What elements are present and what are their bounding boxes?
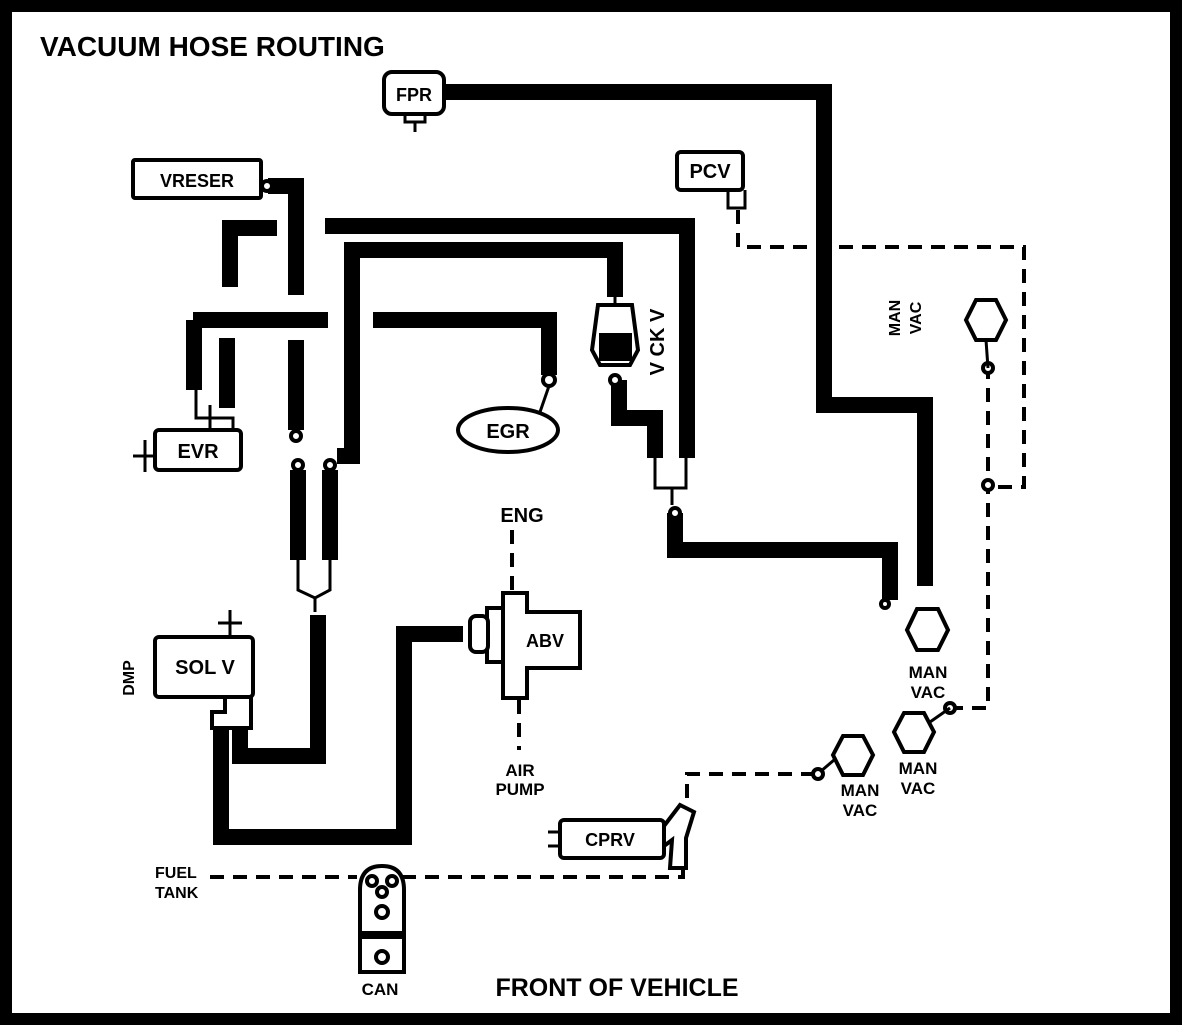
dash-man-vac-right <box>955 365 990 710</box>
dash-pcv <box>736 210 1026 489</box>
evr-component: EVR <box>133 390 243 472</box>
dash-can-to-cprv <box>402 865 685 879</box>
cprv-component: CPRV <box>548 802 697 870</box>
hose-vreser <box>268 178 304 295</box>
hose-upper-left-l <box>222 220 277 287</box>
vreser-component: VRESER <box>131 158 263 200</box>
man-vac-right-line1: MAN <box>899 759 938 778</box>
man-vac-center-line2: VAC <box>911 683 946 702</box>
man-vac-right: MAN VAC <box>891 706 951 798</box>
fittings <box>260 179 995 781</box>
abv-label: ABV <box>526 631 564 651</box>
man-vac-right-line2: VAC <box>901 779 936 798</box>
man-vac-lower-line1: MAN <box>841 781 880 800</box>
evr-label: EVR <box>177 441 219 463</box>
egr-hose <box>373 312 557 413</box>
eng-label: ENG <box>500 505 543 527</box>
air-pump-label-2: PUMP <box>495 780 544 799</box>
man-vac-lower: MAN VAC <box>819 734 880 820</box>
pcv-label: PCV <box>689 161 731 183</box>
hose-top-long <box>325 218 695 458</box>
can-label: CAN <box>362 980 399 999</box>
vckv-component: V CK V <box>589 295 669 375</box>
man-vac-top-right-line1: MAN <box>887 300 904 336</box>
egr-component: EGR <box>456 406 560 454</box>
hose-fpr <box>445 84 933 586</box>
abv-component: ABV ENG AIR PUMP <box>468 505 582 799</box>
solv-label: SOL V <box>175 657 235 679</box>
fuel-tank-label-2: TANK <box>155 885 199 902</box>
hose-vckv-lower <box>611 380 663 458</box>
man-vac-lower-line2: VAC <box>843 801 878 820</box>
man-vac-top-right-line2: VAC <box>908 301 925 334</box>
hose-to-man-vac-center <box>667 513 898 600</box>
dash-cprv <box>685 772 815 805</box>
man-vac-center: MAN VAC <box>904 607 951 702</box>
fpr-label: FPR <box>396 85 432 105</box>
diagram-title: VACUUM HOSE ROUTING <box>40 31 385 62</box>
hose-to-vckv <box>337 242 623 464</box>
diagram-footer: FRONT OF VEHICLE <box>495 974 738 1002</box>
hose-solv-to-tee <box>232 615 326 764</box>
air-pump-label-1: AIR <box>505 761 534 780</box>
hose-solv-to-abv <box>213 626 463 845</box>
vckv-label: V CK V <box>647 308 669 375</box>
man-vac-top-right: MAN VAC <box>887 298 1009 369</box>
pcv-component: PCV <box>675 150 747 210</box>
can-component: CAN <box>358 863 406 999</box>
dmp-label: DMP <box>121 660 138 696</box>
fuel-tank-label-1: FUEL <box>155 865 197 882</box>
solv-component: SOL V DMP <box>121 610 255 730</box>
man-vac-center-line1: MAN <box>909 663 948 682</box>
thick-hoses <box>186 84 933 845</box>
egr-label: EGR <box>486 421 530 443</box>
cprv-label: CPRV <box>585 830 635 850</box>
vreser-label: VRESER <box>160 171 234 191</box>
fpr-component: FPR <box>382 70 446 132</box>
